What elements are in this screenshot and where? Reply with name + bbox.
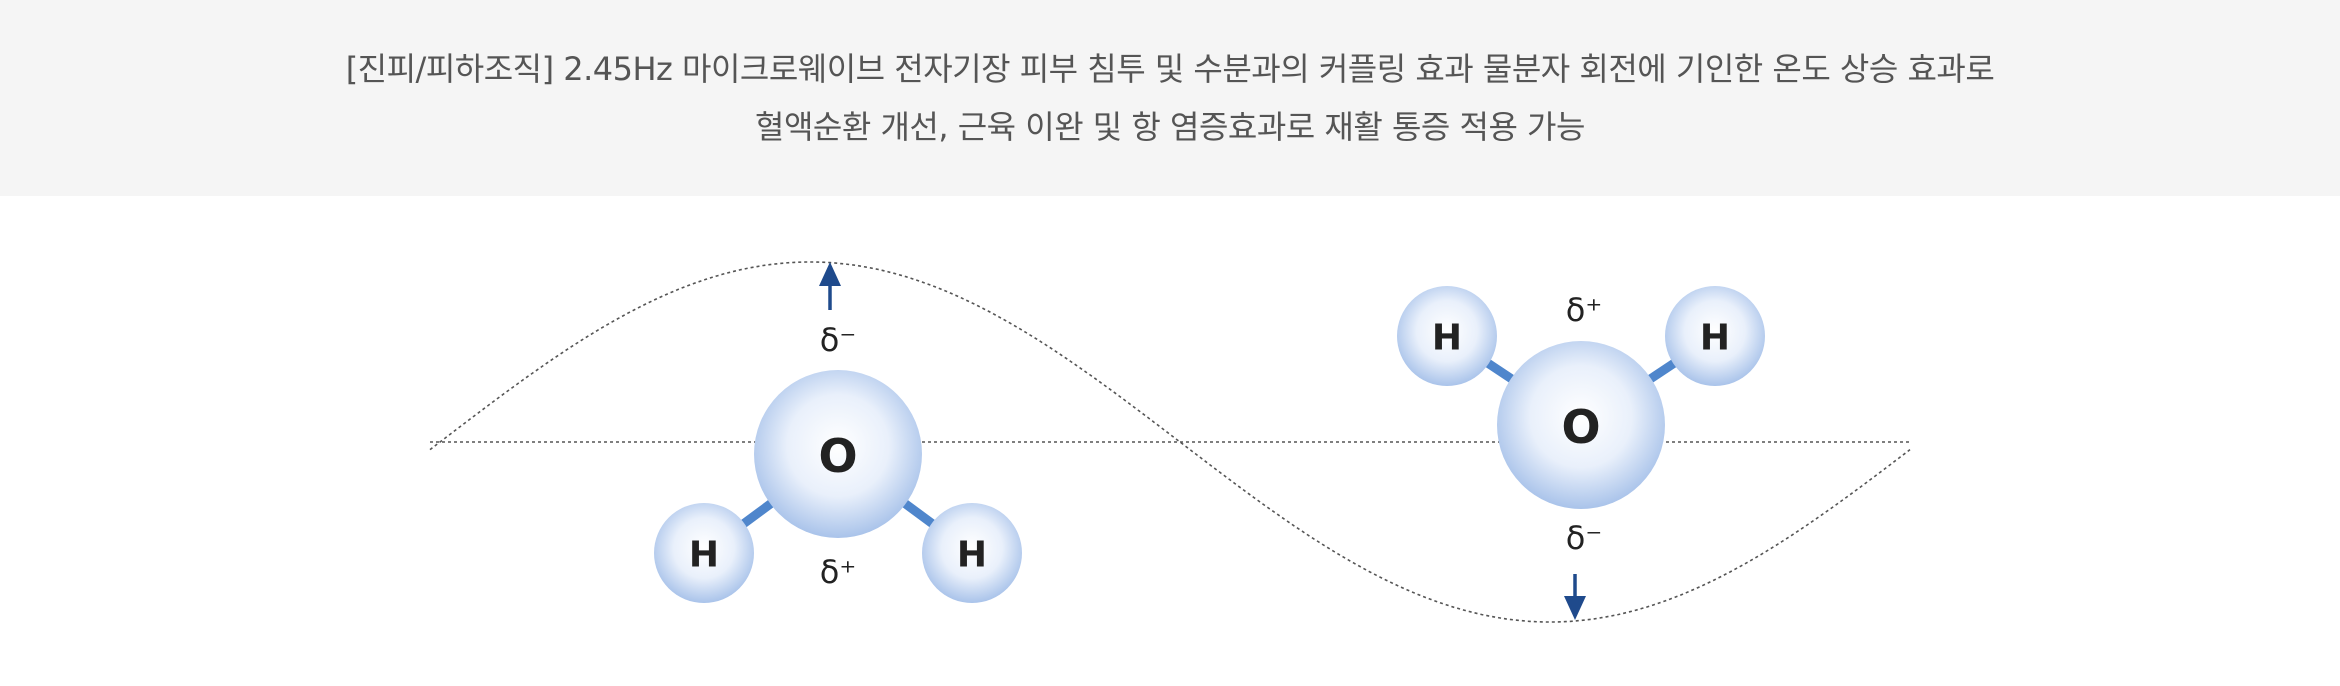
hydrogen-label-right-b: H xyxy=(1700,318,1730,359)
description-line-1: [진피/피하조직] 2.45Hz 마이크로웨이브 전자기장 피부 침투 및 수분… xyxy=(345,50,1995,88)
oxygen-atom-left xyxy=(754,370,922,538)
arrow-down-icon xyxy=(1564,574,1586,620)
hydrogen-atom-right-b xyxy=(1665,286,1765,386)
partial-negative-charge-left: δ⁻ xyxy=(820,321,856,359)
oxygen-atom-right xyxy=(1497,341,1665,509)
electromagnetic-wave xyxy=(429,261,1911,623)
hydrogen-atom-left-a xyxy=(654,503,754,603)
hydrogen-atom-right-a xyxy=(1397,286,1497,386)
hydrogen-label-left-b: H xyxy=(957,535,987,576)
water-molecule-right: H H O δ⁺ δ⁻ xyxy=(1397,286,1765,620)
water-molecule-left: O H H δ⁻ δ⁺ xyxy=(654,262,1022,603)
hydrogen-label-left-a: H xyxy=(689,535,719,576)
description-line-2: 혈액순환 개선, 근육 이완 및 항 염증효과로 재활 통증 적용 가능 xyxy=(755,108,1585,146)
partial-positive-charge-right: δ⁺ xyxy=(1566,291,1602,329)
oxygen-label-left: O xyxy=(818,429,857,483)
arrow-up-icon xyxy=(819,262,841,310)
partial-positive-charge-left: δ⁺ xyxy=(820,553,856,591)
description-banner: [진피/피하조직] 2.45Hz 마이크로웨이브 전자기장 피부 침투 및 수분… xyxy=(0,0,2340,196)
hydrogen-atom-left-b xyxy=(922,503,1022,603)
oxygen-label-right: O xyxy=(1561,400,1600,454)
water-molecule-diagram: O H H δ⁻ δ⁺ H H O δ⁺ δ⁻ xyxy=(429,261,1911,623)
hydrogen-label-right-a: H xyxy=(1432,318,1462,359)
partial-negative-charge-right: δ⁻ xyxy=(1566,519,1602,557)
